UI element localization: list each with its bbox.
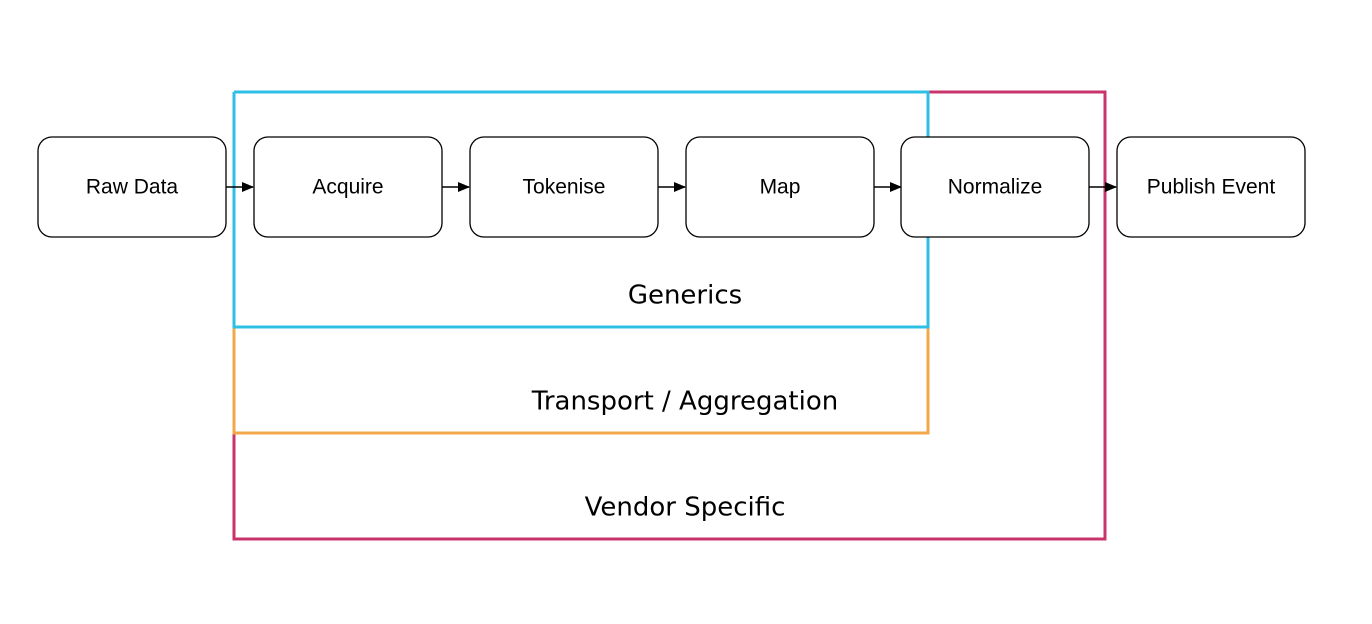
step-publish-event: Publish Event [1116, 136, 1306, 238]
step-tokenise: Tokenise [469, 136, 659, 238]
generics-region-lower [232, 92, 930, 329]
transport-aggregation-region [232, 327, 930, 435]
generics-region [234, 90, 930, 137]
generics-label: Generics [628, 281, 742, 311]
step-raw-data: Raw Data [37, 136, 227, 238]
transport-aggregation-label: Transport / Aggregation [531, 387, 838, 417]
step-acquire: Acquire [253, 136, 443, 238]
step-acquire-label: Acquire [312, 176, 383, 199]
step-tokenise-label: Tokenise [523, 176, 606, 199]
step-raw-data-label: Raw Data [86, 176, 179, 199]
vendor-specific-label: Vendor Specific [585, 493, 786, 523]
step-normalize-label: Normalize [948, 176, 1043, 199]
vendor-specific-region [232, 90, 1107, 541]
step-publish-event-label: Publish Event [1147, 176, 1276, 199]
step-normalize: Normalize [900, 136, 1090, 238]
step-map: Map [685, 136, 875, 238]
step-map-label: Map [760, 176, 801, 199]
